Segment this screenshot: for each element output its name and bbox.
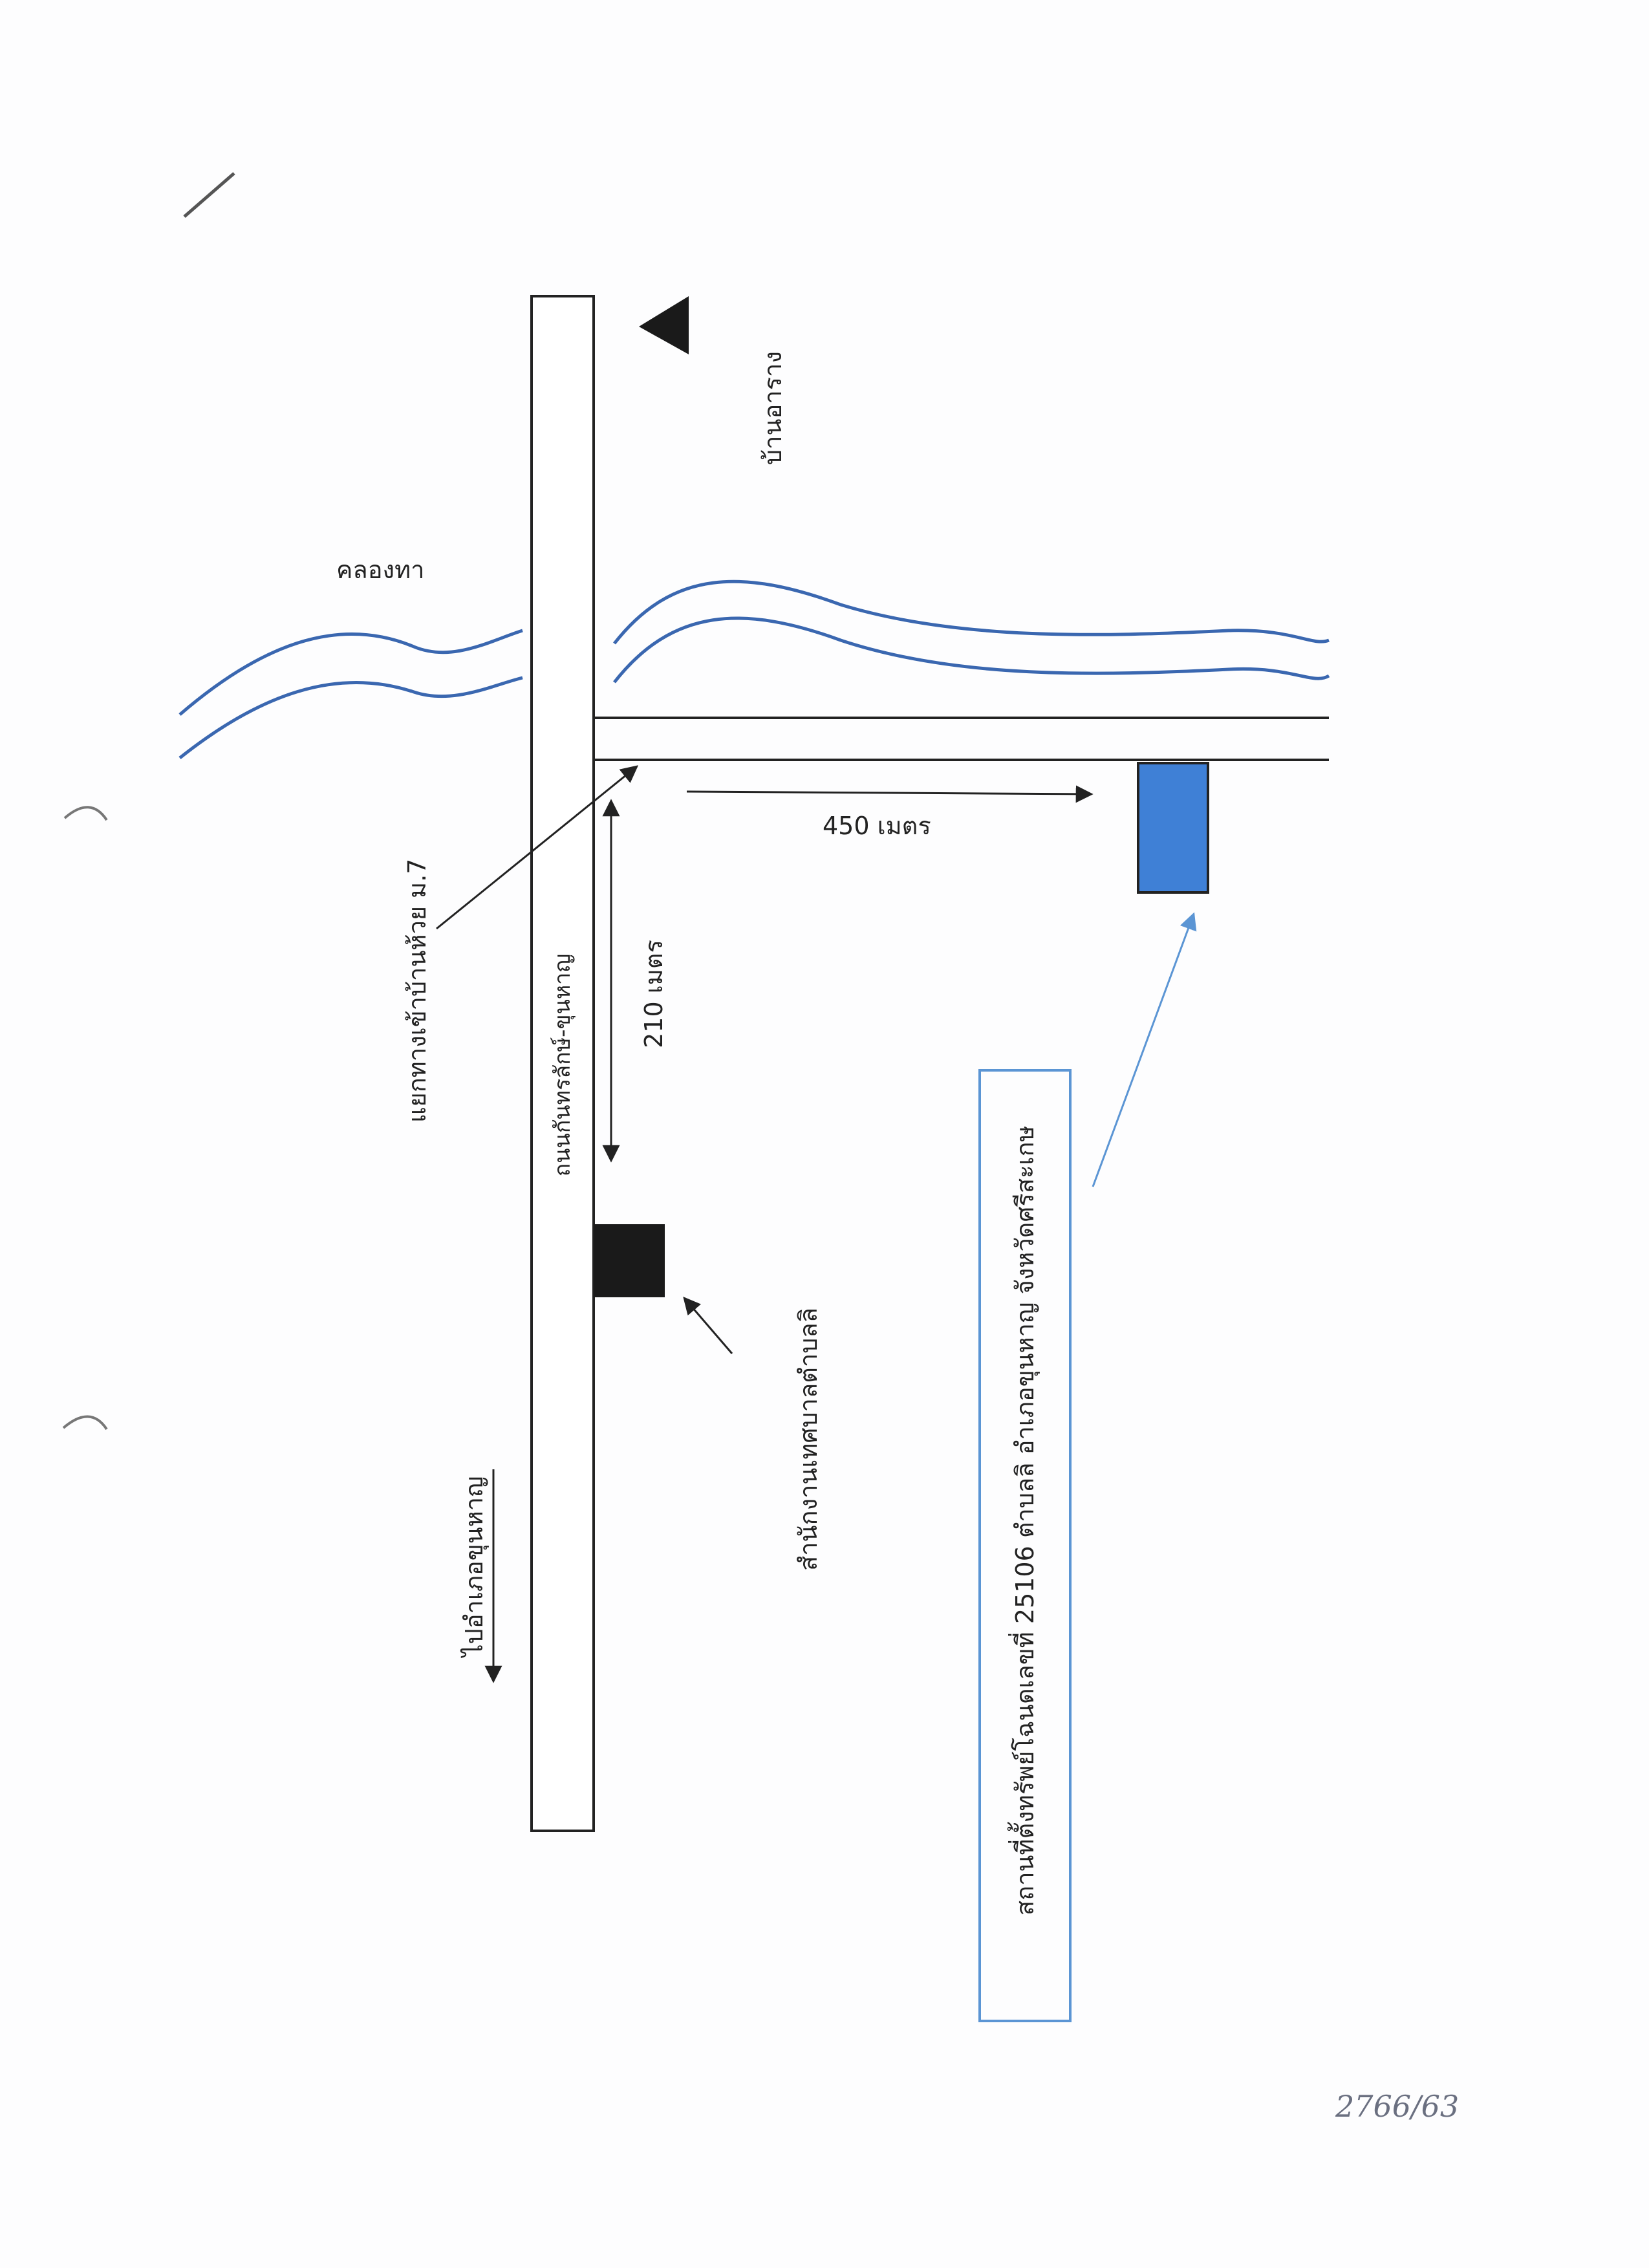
village-label: บ้านอาราง xyxy=(759,351,787,465)
property-parcel xyxy=(1137,762,1209,894)
municipal-office-label: สำนักงานเทศบาลตำบลลิ xyxy=(794,1308,823,1571)
canal-bank-upper-left xyxy=(178,629,523,716)
scan-mark xyxy=(183,172,235,218)
punch-hole-mark-upper xyxy=(63,806,108,821)
page-reference-note: 2766/63 xyxy=(1335,2089,1460,2124)
property-callout-box xyxy=(978,1069,1072,2022)
canal-bank-lower-right xyxy=(613,616,1330,684)
junction-pointer-arrow xyxy=(436,765,639,930)
office-pointer-arrow xyxy=(683,1296,733,1354)
distance-main-road-label: 210 เมตร xyxy=(640,940,668,1048)
junction-label: แยกทางเข้าบ้านห้วย ม.7 xyxy=(403,858,431,1123)
direction-label: ไปอำเภอขุนหาญ xyxy=(460,1476,488,1657)
north-triangle-icon xyxy=(639,296,689,354)
canal-bank-lower-left xyxy=(178,676,523,759)
canal-bank-upper-right xyxy=(613,579,1330,645)
punch-hole-mark-lower xyxy=(62,1415,108,1431)
property-description-label: สถานที่ตั้งทรัพย์โฉนดเลขที่ 25106 ตำบลลิ… xyxy=(1011,1125,1039,1916)
canal-label: คลองทา xyxy=(336,556,425,584)
municipal-office-building xyxy=(594,1224,665,1297)
main-road xyxy=(530,295,595,1832)
distance-arrow-side-road xyxy=(686,785,1094,803)
distance-side-road-label: 450 เมตร xyxy=(823,812,931,840)
property-pointer-arrow xyxy=(1092,912,1197,1187)
main-road-label: ถนนกันทรลักษ์-ขุนหาญ xyxy=(550,953,576,1177)
